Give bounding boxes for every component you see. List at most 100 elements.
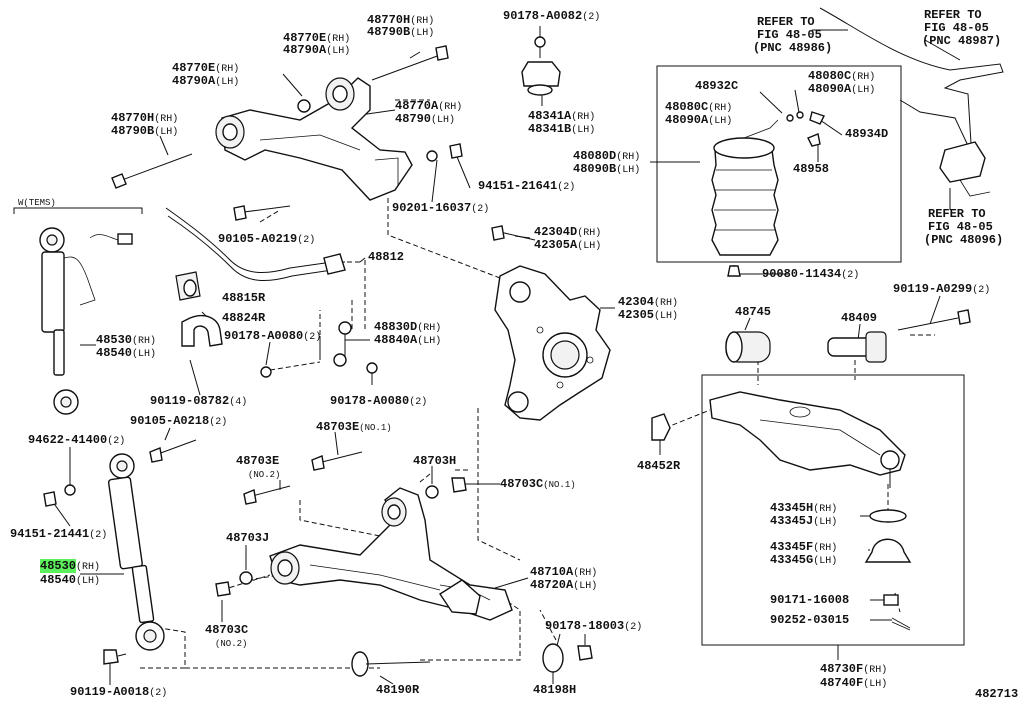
label-90178-18003: 90178-18003(2)	[545, 619, 643, 633]
label-48341b: 48341B(LH)	[528, 122, 596, 136]
label-42304: 42304(RH)	[618, 295, 679, 309]
label-48080c-a: 48080C(RH)	[808, 69, 876, 83]
bolt-90105-a0218	[149, 439, 197, 463]
label-43345f: 43345F(RH)	[770, 540, 838, 554]
label-48080d: 48080D(RH)	[573, 149, 641, 163]
label-90105-a0218: 90105-A0218(2)	[130, 414, 228, 428]
label-48815r: 48815R	[222, 291, 266, 305]
label-48452r: 48452R	[637, 459, 681, 473]
leader-lines	[49, 26, 961, 685]
label-refer-3-fig: FIG 48-05	[928, 220, 993, 234]
label-48812: 48812	[368, 250, 405, 264]
label-48703c-a: 48703C(NO.1)	[500, 477, 576, 491]
stabilizer-bar	[165, 207, 346, 281]
steering-knuckle	[494, 265, 611, 421]
washer-48703j	[239, 571, 253, 585]
label-48790a-a: 48790A(LH)	[283, 43, 351, 57]
label-42305a: 42305A(LH)	[534, 238, 602, 252]
nut-48703c-no1	[451, 477, 467, 493]
label-48790b-b: 48790B(LH)	[111, 124, 179, 138]
label-90178-a0080-b: 90178-A0080(2)	[330, 394, 428, 408]
bolt-90105-a0219	[233, 205, 291, 221]
label-48530-b: 48530(RH)	[40, 559, 101, 573]
label-48540-b: 48540(LH)	[40, 573, 101, 587]
label-48198h: 48198H	[533, 683, 577, 697]
label-48090b: 48090B(LH)	[573, 162, 641, 176]
washer-48703h	[425, 485, 439, 499]
label-90119-a0018: 90119-A0018(2)	[70, 685, 168, 699]
upper-arm-bolt-right	[371, 45, 449, 81]
label-48710a: 48710A(RH)	[530, 565, 598, 579]
label-refer-2-pnc: (PNC 48987)	[922, 34, 1002, 48]
label-refer-1: REFER TO	[757, 15, 815, 29]
bushing-48409	[827, 331, 887, 363]
label-48703e-a: 48703E(NO.1)	[316, 420, 392, 434]
label-48409: 48409	[841, 311, 878, 325]
nut-48703c-no2	[215, 581, 231, 597]
label-refer-1-fig: FIG 48-05	[757, 28, 822, 42]
label-90119-08782: 90119-08782(4)	[150, 394, 248, 408]
label-90119-a0299: 90119-A0299(2)	[893, 282, 991, 296]
label-48770a: 48770A(RH)	[395, 99, 463, 113]
shock-absorber	[107, 453, 165, 651]
upper-arm-bolt-left	[111, 153, 193, 189]
label-48934d: 48934D	[845, 127, 889, 141]
label-48790: 48790(LH)	[395, 112, 456, 126]
bolt-42304d	[491, 225, 536, 241]
label-90252-03015: 90252-03015	[770, 613, 850, 627]
label-48840a: 48840A(LH)	[374, 333, 442, 347]
label-42305: 42305(LH)	[618, 308, 679, 322]
label-90178-a0080-a: 90178-A0080(2)	[224, 329, 322, 343]
nut-90171	[883, 594, 899, 606]
label-90105-a0219: 90105-A0219(2)	[218, 232, 316, 246]
label-wtems: W(TEMS)	[18, 198, 56, 208]
label-48090a-a: 48090A(LH)	[808, 82, 876, 96]
nut-48452r	[651, 413, 671, 441]
label-48770h-b: 48770H(RH)	[111, 111, 179, 125]
label-48770e-b: 48770E(RH)	[172, 61, 240, 75]
stabilizer-link	[260, 321, 378, 378]
label-48090a-b: 48090A(LH)	[665, 113, 733, 127]
air-spring	[711, 111, 825, 277]
label-refer-2: REFER TO	[924, 8, 982, 22]
label-48080c-b: 48080C(RH)	[665, 100, 733, 114]
shock-absorber-tems	[39, 227, 133, 415]
bolt-48703e-no2	[243, 485, 291, 505]
label-48824r: 48824R	[222, 311, 266, 325]
label-48932c: 48932C	[695, 79, 739, 93]
label-48341a: 48341A(RH)	[528, 109, 596, 123]
label-48740f: 48740F(LH)	[820, 676, 888, 690]
bolt-90119-a0018	[103, 649, 127, 665]
label-48703e-b: 48703E	[236, 454, 280, 468]
wtems-bracket	[13, 207, 143, 214]
label-48703c-b: 48703C	[205, 623, 249, 637]
label-48540-a: 48540(LH)	[96, 346, 157, 360]
label-43345j: 43345J(LH)	[770, 514, 838, 528]
label-refer-3: REFER TO	[928, 207, 986, 221]
label-48703c-b-no: (NO.2)	[215, 639, 248, 649]
bolt-90119-a0299	[897, 309, 971, 331]
label-90080-11434: 90080-11434(2)	[762, 267, 860, 281]
label-48790a-b: 48790A(LH)	[172, 74, 240, 88]
label-refer-1-pnc: (PNC 48986)	[753, 41, 833, 55]
lower-arm-box	[701, 374, 965, 646]
label-94151-21441: 94151-21441(2)	[10, 527, 108, 541]
label-48530-a: 48530(RH)	[96, 333, 157, 347]
cam-plate-48198h	[542, 643, 593, 673]
label-48703j: 48703J	[226, 531, 270, 545]
stabilizer-bushing	[175, 271, 201, 301]
label-90171-16008: 90171-16008	[770, 593, 850, 607]
label-refer-3-pnc: (PNC 48096)	[924, 233, 1004, 247]
height-control-link	[819, 7, 1004, 197]
label-48790b-a: 48790B(LH)	[367, 25, 435, 39]
upper-arm-nut-a	[297, 99, 311, 113]
label-48830d: 48830D(RH)	[374, 320, 442, 334]
label-refer-2-fig: FIG 48-05	[924, 21, 989, 35]
upper-arm-nut-b	[426, 150, 438, 162]
label-48190r: 48190R	[376, 683, 420, 697]
label-48730f: 48730F(RH)	[820, 662, 888, 676]
washer-94622	[64, 484, 76, 496]
cotter-pin-90252	[891, 617, 911, 631]
upper-arm-nut-c	[449, 143, 463, 159]
label-48770e-a: 48770E(RH)	[283, 31, 351, 45]
